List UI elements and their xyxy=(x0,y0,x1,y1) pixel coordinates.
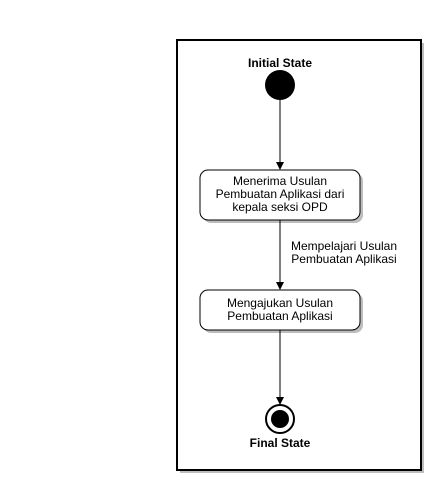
activity-1-label: Menerima Usulan Pembuatan Aplikasi dari … xyxy=(215,174,345,214)
initial-state-node[interactable] xyxy=(265,70,295,100)
arrowhead-1 xyxy=(276,162,284,170)
activity-2-label: Mengajukan Usulan Pembuatan Aplikasi xyxy=(226,296,334,323)
initial-state-label: Initial State xyxy=(247,56,312,70)
final-state-inner-dot xyxy=(271,410,289,428)
arrowhead-3 xyxy=(276,397,284,405)
final-state-label: Final State xyxy=(249,436,311,450)
transition-label: Mempelajari Usulan Pembuatan Aplikasi xyxy=(290,239,398,266)
diagram-frame xyxy=(176,39,422,471)
arrowhead-2 xyxy=(276,282,284,290)
